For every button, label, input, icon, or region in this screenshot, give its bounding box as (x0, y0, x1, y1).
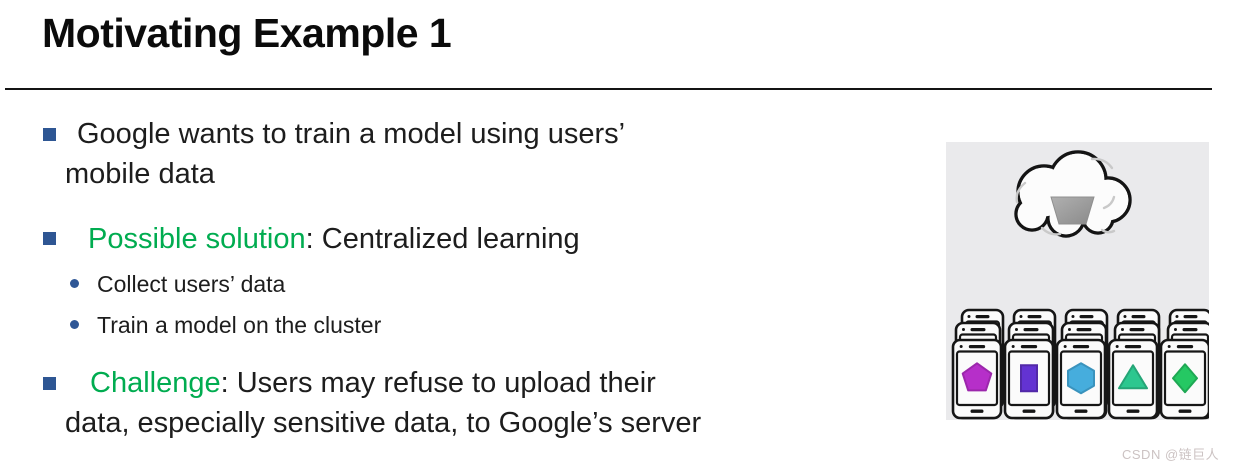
bullet-text: : Users may refuse to upload their (220, 367, 656, 399)
bullet-line: Challenge: Users may refuse to upload th… (65, 363, 865, 403)
bullet-challenge: Challenge: Users may refuse to upload th… (43, 363, 865, 443)
bullet-possible-solution: Possible solution: Centralized learning (43, 219, 825, 259)
sub-bullet-collect-data: Collect users’ data (70, 269, 286, 299)
bullet-line: Possible solution: Centralized learning (65, 219, 825, 259)
sub-bullet-text: Train a model on the cluster (97, 312, 382, 338)
highlight-text: Challenge (90, 367, 221, 399)
slide-title: Motivating Example 1 (42, 10, 452, 56)
square-bullet-icon (43, 232, 56, 245)
cloud-phones-illustration (946, 142, 1209, 420)
title-divider (5, 88, 1212, 90)
square-bullet-icon (43, 377, 56, 390)
highlight-text: Possible solution (88, 223, 306, 255)
square-bullet-icon (43, 128, 56, 141)
csdn-watermark: CSDN @链巨人 (1122, 447, 1220, 462)
bullet-line: mobile data (65, 158, 215, 190)
cloud-phones-svg (951, 150, 1209, 420)
dot-bullet-icon (70, 320, 79, 329)
bullet-google-train: Google wants to train a model using user… (43, 114, 825, 194)
bullet-line: Google wants to train a model using user… (77, 118, 626, 150)
dot-bullet-icon (70, 279, 79, 288)
sub-bullet-train-cluster: Train a model on the cluster (70, 310, 382, 340)
bullet-line: data, especially sensitive data, to Goog… (65, 407, 702, 439)
sub-bullet-text: Collect users’ data (97, 271, 286, 297)
bullet-text: : Centralized learning (305, 223, 580, 255)
